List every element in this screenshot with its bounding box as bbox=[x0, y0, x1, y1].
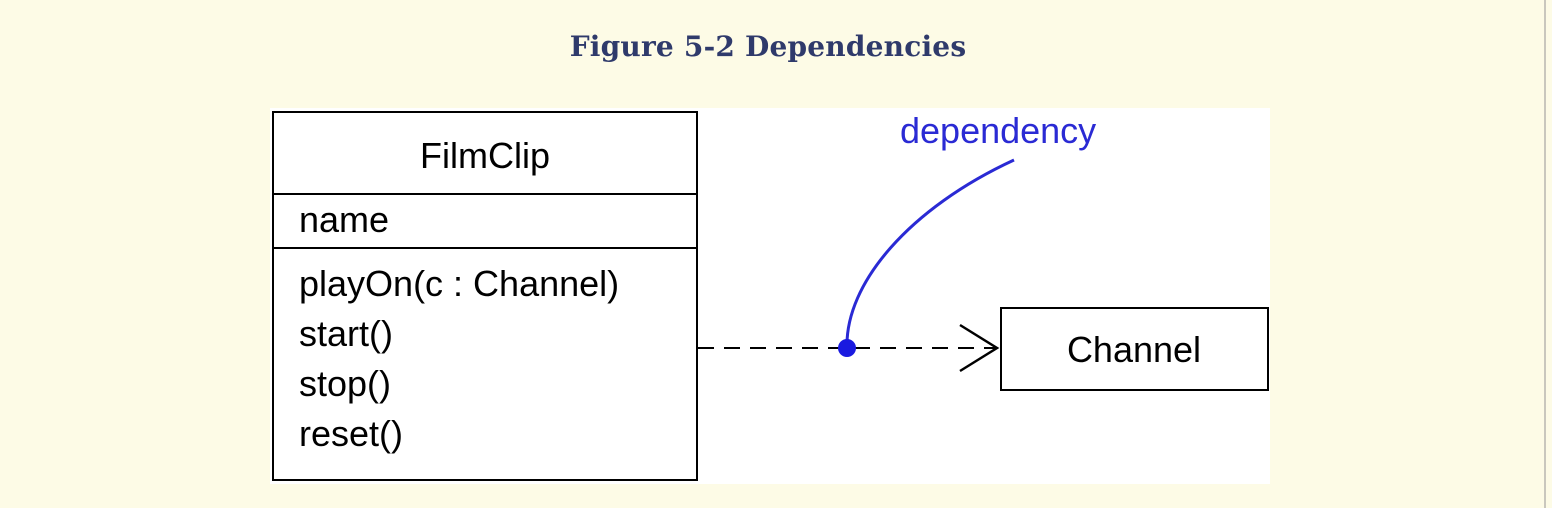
class-filmclip-box bbox=[272, 111, 698, 481]
class-filmclip-name: FilmClip bbox=[420, 135, 550, 176]
annotation-label: dependency bbox=[900, 110, 1096, 151]
dependency-arrowhead bbox=[959, 323, 1000, 373]
class-filmclip-attribute: name bbox=[299, 199, 389, 240]
annotation-leader-line bbox=[845, 158, 1015, 349]
class-channel-box bbox=[1000, 307, 1269, 391]
class-filmclip: FilmClip name playOn(c : Channel) start(… bbox=[272, 111, 698, 481]
dependency-arrow bbox=[698, 323, 1000, 373]
class-filmclip-operation: reset() bbox=[299, 413, 403, 454]
figure-title: Figure 5-2 Dependencies bbox=[569, 30, 967, 63]
dependency-annotation: dependency bbox=[838, 110, 1096, 357]
class-channel: Channel bbox=[1000, 307, 1269, 391]
class-channel-name: Channel bbox=[1067, 329, 1201, 370]
annotation-dot bbox=[838, 339, 856, 357]
diagram-panel: FilmClip name playOn(c : Channel) start(… bbox=[270, 108, 1270, 484]
class-filmclip-operation: start() bbox=[299, 313, 393, 354]
class-filmclip-operation: stop() bbox=[299, 363, 391, 404]
uml-diagram: FilmClip name playOn(c : Channel) start(… bbox=[272, 110, 1269, 481]
class-filmclip-operation: playOn(c : Channel) bbox=[299, 263, 619, 304]
